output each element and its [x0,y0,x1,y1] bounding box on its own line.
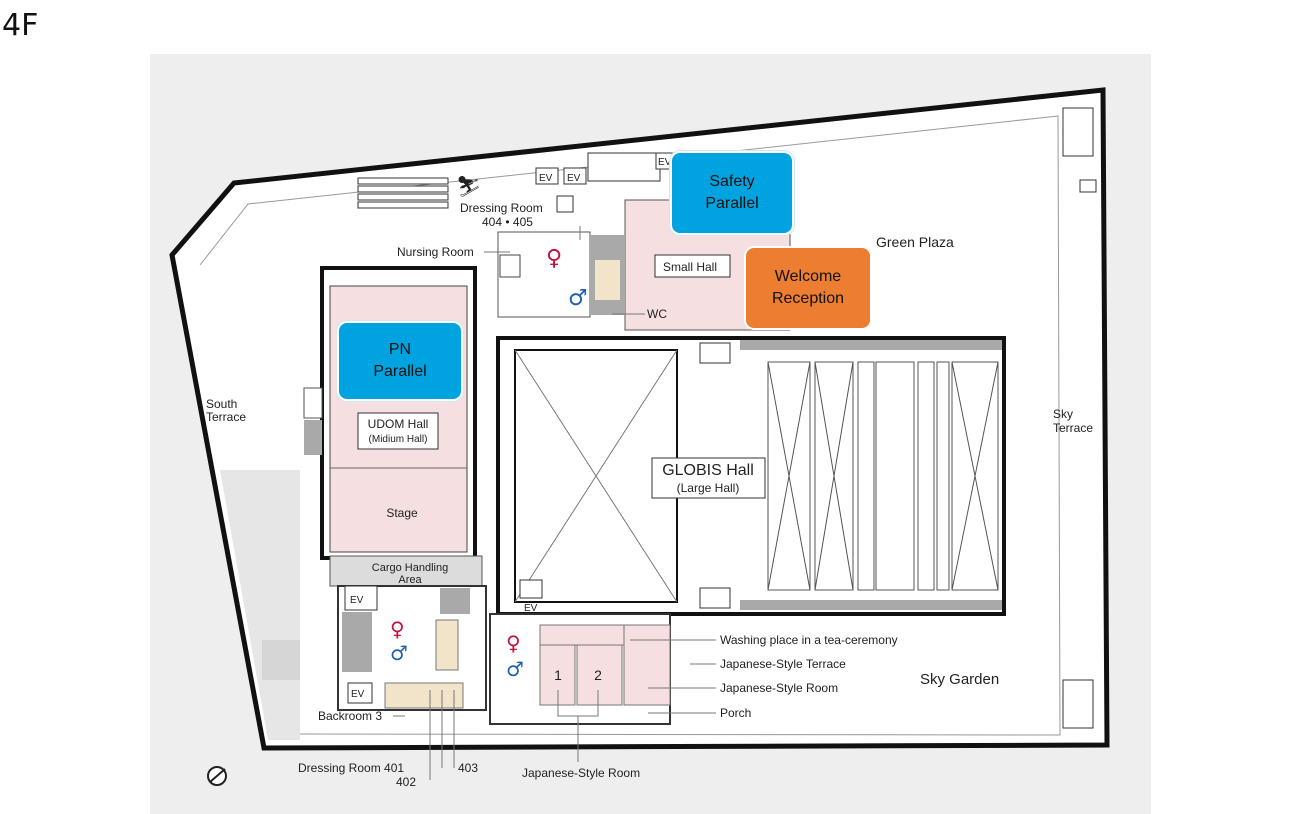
cargo-sublabel: Area [398,574,422,586]
floor-map: ⛷ EV EV EV Small Hall ♀ ♂ UDOM Hall (Mid… [150,54,1151,814]
dressing-404-sublabel: 404 • 405 [482,215,533,229]
male-icon: ♂ [568,286,588,311]
safety-callout-line2: Parallel [705,195,759,212]
sky-garden-label: Sky Garden [920,671,999,688]
dressing-401-label: Dressing Room 401 [298,761,404,775]
welcome-reception-callout: Welcome Reception [744,246,872,330]
male-icon-2: ♂ [390,641,408,665]
stair-mid [440,588,470,614]
udom-side-door [303,387,323,419]
cargo-area [329,555,483,587]
south-terrace-label: South [206,397,237,411]
terrace-grate [262,640,300,680]
welcome-callout-line1: Welcome [774,268,842,285]
svg-text:EV: EV [539,173,553,184]
washing-label: Washing place in a tea-ceremony [720,633,898,647]
pn-callout-line1: PN [388,341,412,358]
female-icon: ♀ [546,246,562,271]
wc-label: WC [647,307,667,321]
dressing-rooms-tan [384,682,464,709]
jp-terrace-label: Japanese-Style Terrace [720,657,846,671]
ev-box-left [344,585,378,611]
stair-left [342,612,372,672]
male-icon-3: ♂ [506,657,524,681]
stage-label: Stage [386,506,418,520]
south-terrace-label-2: Terrace [206,410,246,424]
ev-box-small [347,682,373,704]
backroom-label: Backroom 3 [318,709,382,723]
pn-parallel-callout: PN Parallel [337,321,463,401]
stair-globis-bottom [699,587,731,609]
room-1-label: 1 [554,667,562,683]
jp-room-2 [576,644,623,706]
wc-tan-2 [435,619,459,671]
safety-parallel-callout: Safety Parallel [670,151,794,235]
dressing-402-label: 402 [396,775,416,789]
svg-text:EV: EV [350,595,364,606]
female-icon-2: ♀ [390,617,405,641]
udom-side-stair [304,420,322,455]
seating-band-bottom [740,600,1002,610]
escalator-icon: ⛷ [456,176,481,198]
green-plaza-label: Green Plaza [876,234,954,250]
small-hall-label-box [654,254,731,278]
jp-room-right-label: Japanese-Style Room [720,681,838,695]
udom-hall-sublabel: (Midium Hall) [369,434,428,445]
globis-hall-label: GLOBIS Hall [662,462,754,479]
svg-text:EV: EV [658,157,672,168]
small-hall-label: Small Hall [663,260,717,274]
safety-callout-line1: Safety [709,173,755,190]
svg-text:EV: EV [567,173,581,184]
globis-seating [767,361,999,591]
female-icon-3: ♀ [506,631,521,655]
svg-text:EV: EV [351,689,365,700]
welcome-callout-line2: Reception [771,290,845,307]
sky-terrace-label-2: Terrace [1053,421,1093,435]
room-2-label: 2 [594,667,602,683]
globis-hall-sublabel: (Large Hall) [677,481,740,495]
floor-label: 4F [2,8,39,43]
accessible-icon [499,254,521,278]
terrace-edge [199,115,1061,736]
dressing-404-label: Dressing Room [460,201,543,215]
globis-label-box [651,457,766,499]
wc-tan [595,260,620,300]
udom-hall-label: UDOM Hall [368,417,429,431]
cargo-label: Cargo Handling [372,562,448,574]
stair-globis-top [699,342,731,364]
nursing-room-label: Nursing Room [397,245,474,259]
porch-label: Porch [720,706,751,720]
jp-room-bottom-label: Japanese-Style Room [522,766,640,780]
udom-label-box [357,412,439,450]
escalator-top [357,152,661,209]
floor-plan: ⛷ EV EV EV Small Hall ♀ ♂ UDOM Hall (Mid… [150,54,1151,814]
small-box-right [1079,179,1097,193]
pn-callout-line2: Parallel [373,363,427,380]
lift-icon [519,579,543,599]
svg-text:EV: EV [524,603,538,614]
room-403-label: 403 [458,761,478,775]
seating-band-top [740,340,1002,350]
leader-lines [393,226,716,780]
stair-right-bottom [1062,679,1094,729]
sky-terrace-label: Sky [1053,407,1073,421]
stair-right-top [1062,107,1094,157]
jp-room-right [623,624,671,706]
